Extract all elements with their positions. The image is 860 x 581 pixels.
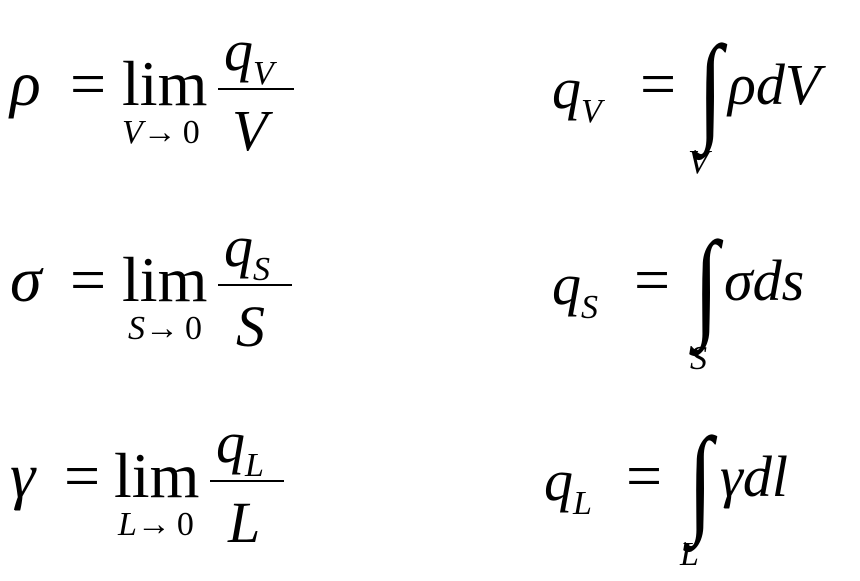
- equals-sign: =: [640, 48, 677, 119]
- charge-symbol: qL: [544, 448, 592, 522]
- fraction-denominator: S: [236, 294, 265, 359]
- equals-sign: =: [70, 48, 107, 119]
- integrand: σds: [724, 248, 805, 313]
- integral-domain: L: [680, 536, 699, 573]
- fraction-denominator: V: [232, 98, 268, 163]
- lim-operator: lim: [122, 48, 208, 119]
- lim-operator: lim: [122, 244, 208, 315]
- charge-symbol: qV: [552, 56, 602, 130]
- integral-domain: V: [688, 144, 709, 181]
- equals-sign: =: [64, 440, 101, 511]
- density-symbol: γ: [10, 440, 36, 511]
- integral-sign: ∫: [694, 217, 719, 350]
- fraction-numerator: qS: [224, 214, 270, 288]
- fraction-bar: [218, 284, 292, 286]
- limit-subscript: V→0: [122, 114, 200, 151]
- charge-symbol: qS: [552, 252, 598, 326]
- limit-subscript: L→0: [118, 506, 194, 543]
- equals-sign: =: [626, 440, 663, 511]
- equals-sign: =: [70, 244, 107, 315]
- fraction-bar: [218, 88, 294, 90]
- density-symbol: ρ: [10, 48, 41, 119]
- fraction-denominator: L: [228, 490, 261, 555]
- integral-domain: S: [690, 340, 707, 377]
- fraction-numerator: qL: [216, 410, 264, 484]
- integral-sign: ∫: [698, 21, 723, 154]
- fraction-bar: [210, 480, 284, 482]
- fraction-numerator: qV: [224, 18, 274, 92]
- integrand: ρdV: [728, 52, 821, 117]
- limit-subscript: S→0: [128, 310, 202, 347]
- integral-sign: ∫: [688, 413, 713, 546]
- equals-sign: =: [634, 244, 671, 315]
- integrand: γdl: [720, 444, 788, 509]
- lim-operator: lim: [114, 440, 200, 511]
- density-symbol: σ: [10, 244, 42, 315]
